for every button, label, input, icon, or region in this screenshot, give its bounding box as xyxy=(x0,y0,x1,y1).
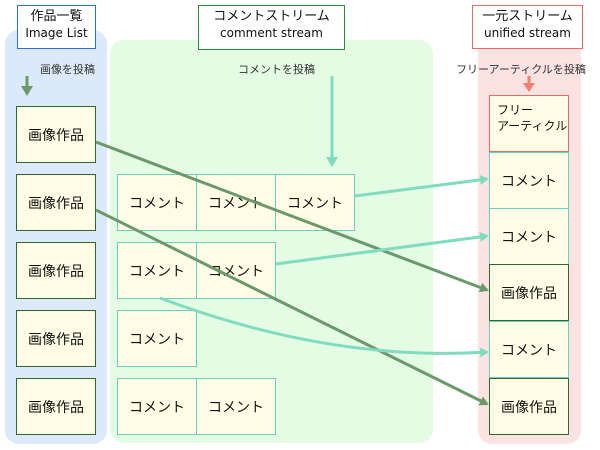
unified-stream-title-en: unified stream xyxy=(484,26,571,40)
unified-image-work-box: 画像作品 xyxy=(489,264,569,321)
comment-box: コメント xyxy=(117,174,197,231)
post-comment-note: コメントを投稿 xyxy=(238,63,315,76)
unified-image-work-box: 画像作品 xyxy=(489,378,569,435)
comment-stream-title-ja: コメントストリーム xyxy=(213,9,330,24)
comment-box: コメント xyxy=(196,378,276,435)
unified-stream-title-ja: 一元ストリーム xyxy=(482,9,573,24)
comment-box: コメント xyxy=(275,174,355,231)
post-comment-arrow xyxy=(326,76,338,167)
image-list-title: 作品一覧 Image List xyxy=(17,5,96,49)
comment-box: コメント xyxy=(117,378,197,435)
comment-stream-title-en: comment stream xyxy=(220,26,323,40)
image-flow-arrow xyxy=(95,208,489,406)
image-work-box: 画像作品 xyxy=(16,378,96,435)
post-image-note: 画像を投稿 xyxy=(40,63,95,76)
unified-comment-box: コメント xyxy=(489,152,569,209)
comment-stream-panel xyxy=(110,40,433,443)
image-list-panel xyxy=(5,30,107,444)
comment-flow-arrow xyxy=(275,231,489,266)
post-free-article-note: フリーアーティクルを投稿 xyxy=(456,63,586,76)
comment-box: コメント xyxy=(196,242,276,299)
unified-stream-title: 一元ストリーム unified stream xyxy=(472,5,583,49)
free-article-box: フリー アーティクル xyxy=(489,95,569,152)
comment-box: コメント xyxy=(117,310,197,367)
image-flow-arrow xyxy=(95,140,489,293)
unified-comment-box: コメント xyxy=(489,321,569,378)
image-work-box: 画像作品 xyxy=(16,310,96,367)
image-work-box: 画像作品 xyxy=(16,106,96,163)
image-list-title-ja: 作品一覧 xyxy=(30,9,83,24)
image-work-box: 画像作品 xyxy=(16,242,96,299)
comment-flow-arrow xyxy=(159,296,489,358)
comment-box: コメント xyxy=(117,242,197,299)
comment-flow-arrow xyxy=(354,174,489,198)
comment-stream-title: コメントストリーム comment stream xyxy=(198,5,345,50)
image-work-box: 画像作品 xyxy=(16,174,96,231)
post-image-arrow xyxy=(21,76,33,96)
image-list-title-en: Image List xyxy=(25,26,88,40)
post-free-article-arrow xyxy=(523,76,535,92)
